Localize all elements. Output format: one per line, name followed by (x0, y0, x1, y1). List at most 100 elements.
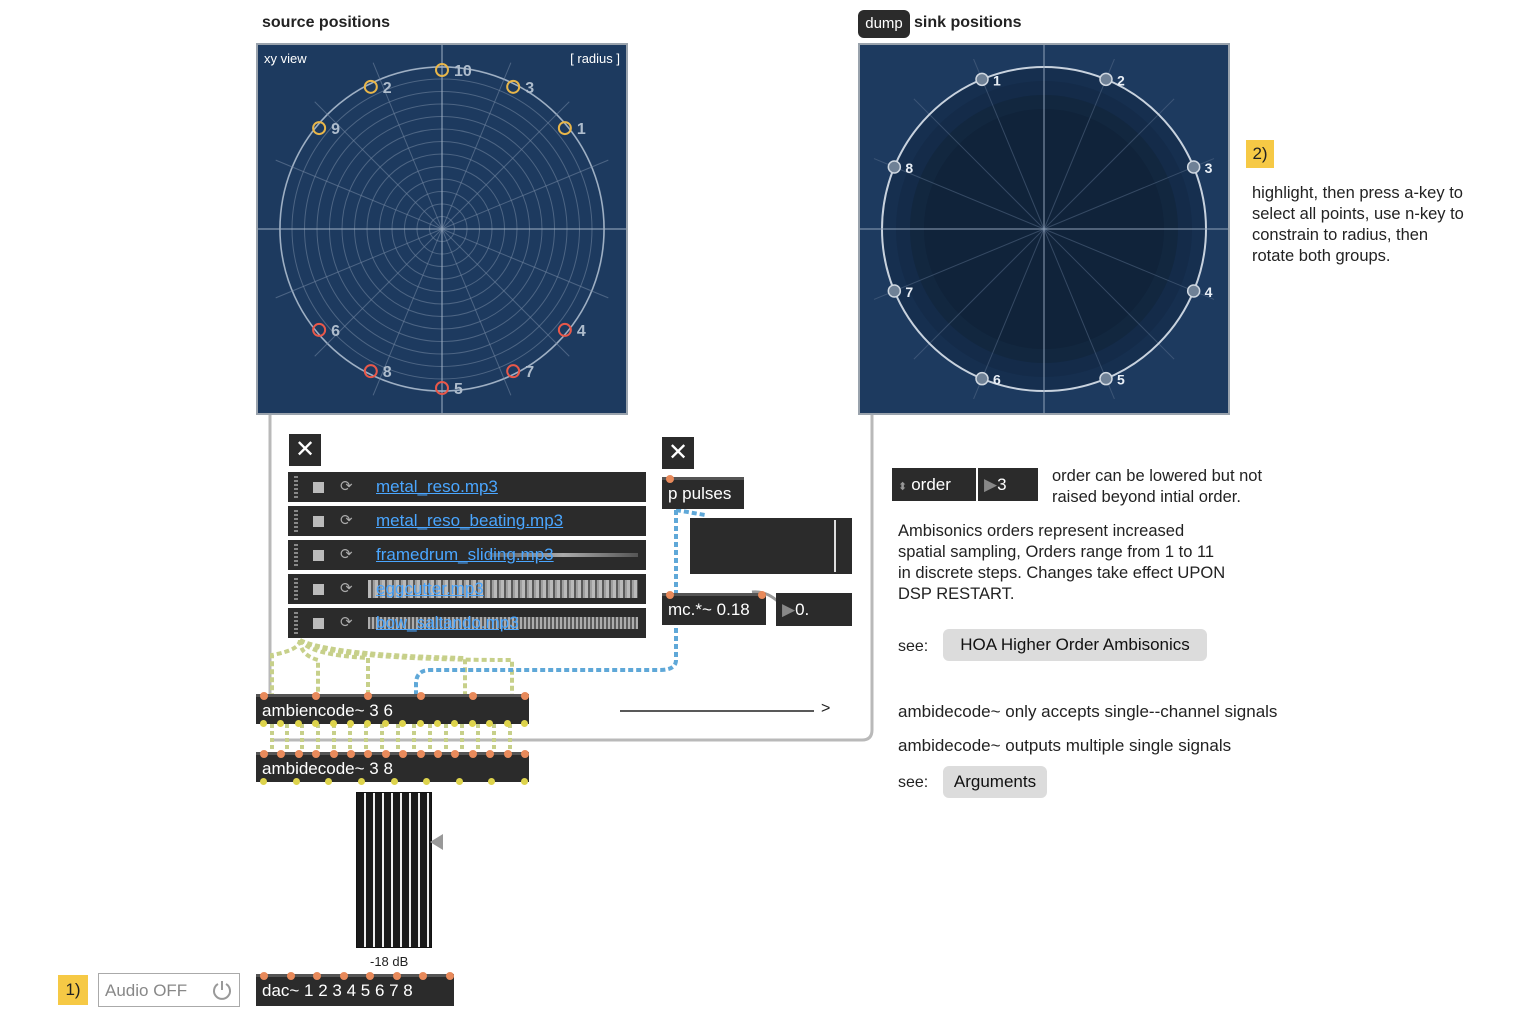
inlet-port[interactable] (758, 591, 766, 599)
order-menu[interactable]: ⬍order (892, 468, 976, 501)
sink-point[interactable] (1099, 72, 1113, 87)
outlet-port[interactable] (325, 778, 333, 785)
outlet-port[interactable] (277, 720, 285, 727)
source-point[interactable] (435, 381, 449, 395)
close-players-button[interactable]: ✕ (289, 434, 321, 466)
sink-point[interactable] (1186, 284, 1201, 298)
sink-point[interactable] (975, 371, 989, 386)
inlet-port[interactable] (339, 972, 348, 980)
ambidecode-object[interactable]: ambidecode~ 3 8 (256, 750, 529, 785)
inlet-port[interactable] (486, 750, 495, 758)
source-point[interactable] (435, 63, 449, 77)
number-box[interactable]: ▶0. (776, 593, 852, 626)
inlet-port[interactable] (381, 750, 390, 758)
loop-icon[interactable]: ⟳ (340, 512, 353, 529)
inlet-port[interactable] (260, 692, 268, 700)
file-name[interactable]: metal_reso.mp3 (376, 477, 498, 496)
file-player-row[interactable]: ⟳ framedrum_sliding.mp3 (288, 540, 646, 570)
file-name[interactable]: bow_saltando.mp3 (376, 613, 519, 632)
pulse-display[interactable] (690, 518, 852, 574)
outlet-port[interactable] (260, 778, 267, 785)
stop-icon[interactable] (313, 516, 324, 527)
inlet-port[interactable] (446, 972, 454, 980)
inlet-port[interactable] (468, 750, 477, 758)
stop-icon[interactable] (313, 618, 324, 629)
outlet-port[interactable] (468, 720, 476, 727)
file-player-row[interactable]: ⟳ eggcutter.mp3 (288, 574, 646, 604)
level-meter[interactable] (356, 792, 432, 948)
file-player-row[interactable]: ⟳ bow_saltando.mp3 (288, 608, 646, 638)
inlet-port[interactable] (347, 750, 355, 758)
gain-slider-handle[interactable] (430, 834, 443, 850)
sink-point[interactable] (1099, 371, 1113, 386)
hoa-link-button[interactable]: HOA Higher Order Ambisonics (943, 629, 1207, 661)
inlet-port[interactable] (312, 750, 321, 758)
file-player-row[interactable]: ⟳ metal_reso.mp3 (288, 472, 646, 502)
source-point[interactable] (312, 322, 327, 337)
stop-icon[interactable] (313, 550, 324, 561)
outlet-port[interactable] (416, 720, 424, 727)
stop-icon[interactable] (313, 482, 324, 493)
outlet-port[interactable] (294, 720, 302, 727)
source-point[interactable] (506, 79, 521, 94)
close-pulses-button[interactable]: ✕ (662, 437, 694, 469)
file-player-row[interactable]: ⟳ metal_reso_beating.mp3 (288, 506, 646, 536)
inlet-port[interactable] (366, 972, 375, 980)
outlet-port[interactable] (260, 720, 267, 727)
inlet-port[interactable] (503, 750, 512, 758)
order-number-box[interactable]: ▶3 (978, 468, 1038, 501)
outlet-port[interactable] (521, 778, 528, 785)
loop-icon[interactable]: ⟳ (340, 546, 353, 563)
source-point[interactable] (363, 79, 378, 94)
file-name[interactable]: eggcutter.mp3 (376, 579, 484, 598)
ambiencode-object[interactable]: ambiencode~ 3 6 (256, 692, 529, 727)
outlet-port[interactable] (357, 778, 365, 785)
source-point[interactable] (312, 121, 327, 136)
outlet-port[interactable] (390, 778, 398, 785)
audio-toggle[interactable]: Audio OFF (98, 973, 240, 1007)
drag-handle[interactable] (294, 544, 298, 566)
inlet-port[interactable] (260, 750, 268, 758)
outlet-port[interactable] (312, 720, 320, 727)
drag-handle[interactable] (294, 510, 298, 532)
inlet-port[interactable] (329, 750, 338, 758)
dump-button[interactable]: dump (858, 10, 910, 38)
stop-icon[interactable] (313, 584, 324, 595)
inlet-port[interactable] (260, 972, 268, 980)
arguments-link-button[interactable]: Arguments (943, 766, 1047, 798)
drag-handle[interactable] (294, 612, 298, 634)
sink-point[interactable] (887, 284, 902, 298)
inlet-port[interactable] (312, 692, 321, 700)
sink-point[interactable] (887, 160, 902, 174)
outlet-port[interactable] (451, 720, 459, 727)
source-point[interactable] (363, 364, 378, 379)
sink-point[interactable] (1186, 160, 1201, 174)
source-point[interactable] (506, 364, 521, 379)
outlet-port[interactable] (347, 720, 354, 727)
outlet-port[interactable] (399, 720, 407, 727)
inlet-port[interactable] (364, 750, 373, 758)
outlet-port[interactable] (503, 720, 511, 727)
inlet-port[interactable] (666, 475, 674, 483)
loop-icon[interactable]: ⟳ (340, 614, 353, 631)
outlet-port[interactable] (521, 720, 528, 727)
inlet-port[interactable] (392, 972, 401, 980)
source-point[interactable] (557, 121, 572, 136)
inlet-port[interactable] (364, 692, 373, 700)
outlet-port[interactable] (381, 720, 389, 727)
mc-mult-object[interactable]: mc.*~ 0.18 (662, 591, 766, 625)
file-name[interactable]: framedrum_sliding.mp3 (376, 545, 554, 564)
inlet-port[interactable] (416, 750, 425, 758)
outlet-port[interactable] (329, 720, 337, 727)
inlet-port[interactable] (434, 750, 442, 758)
inlet-port[interactable] (277, 750, 286, 758)
file-name[interactable]: metal_reso_beating.mp3 (376, 511, 564, 530)
inlet-port[interactable] (294, 750, 303, 758)
inlet-port[interactable] (521, 692, 529, 700)
outlet-port[interactable] (364, 720, 372, 727)
loop-icon[interactable]: ⟳ (340, 478, 353, 495)
outlet-port[interactable] (455, 778, 463, 785)
inlet-port[interactable] (399, 750, 408, 758)
